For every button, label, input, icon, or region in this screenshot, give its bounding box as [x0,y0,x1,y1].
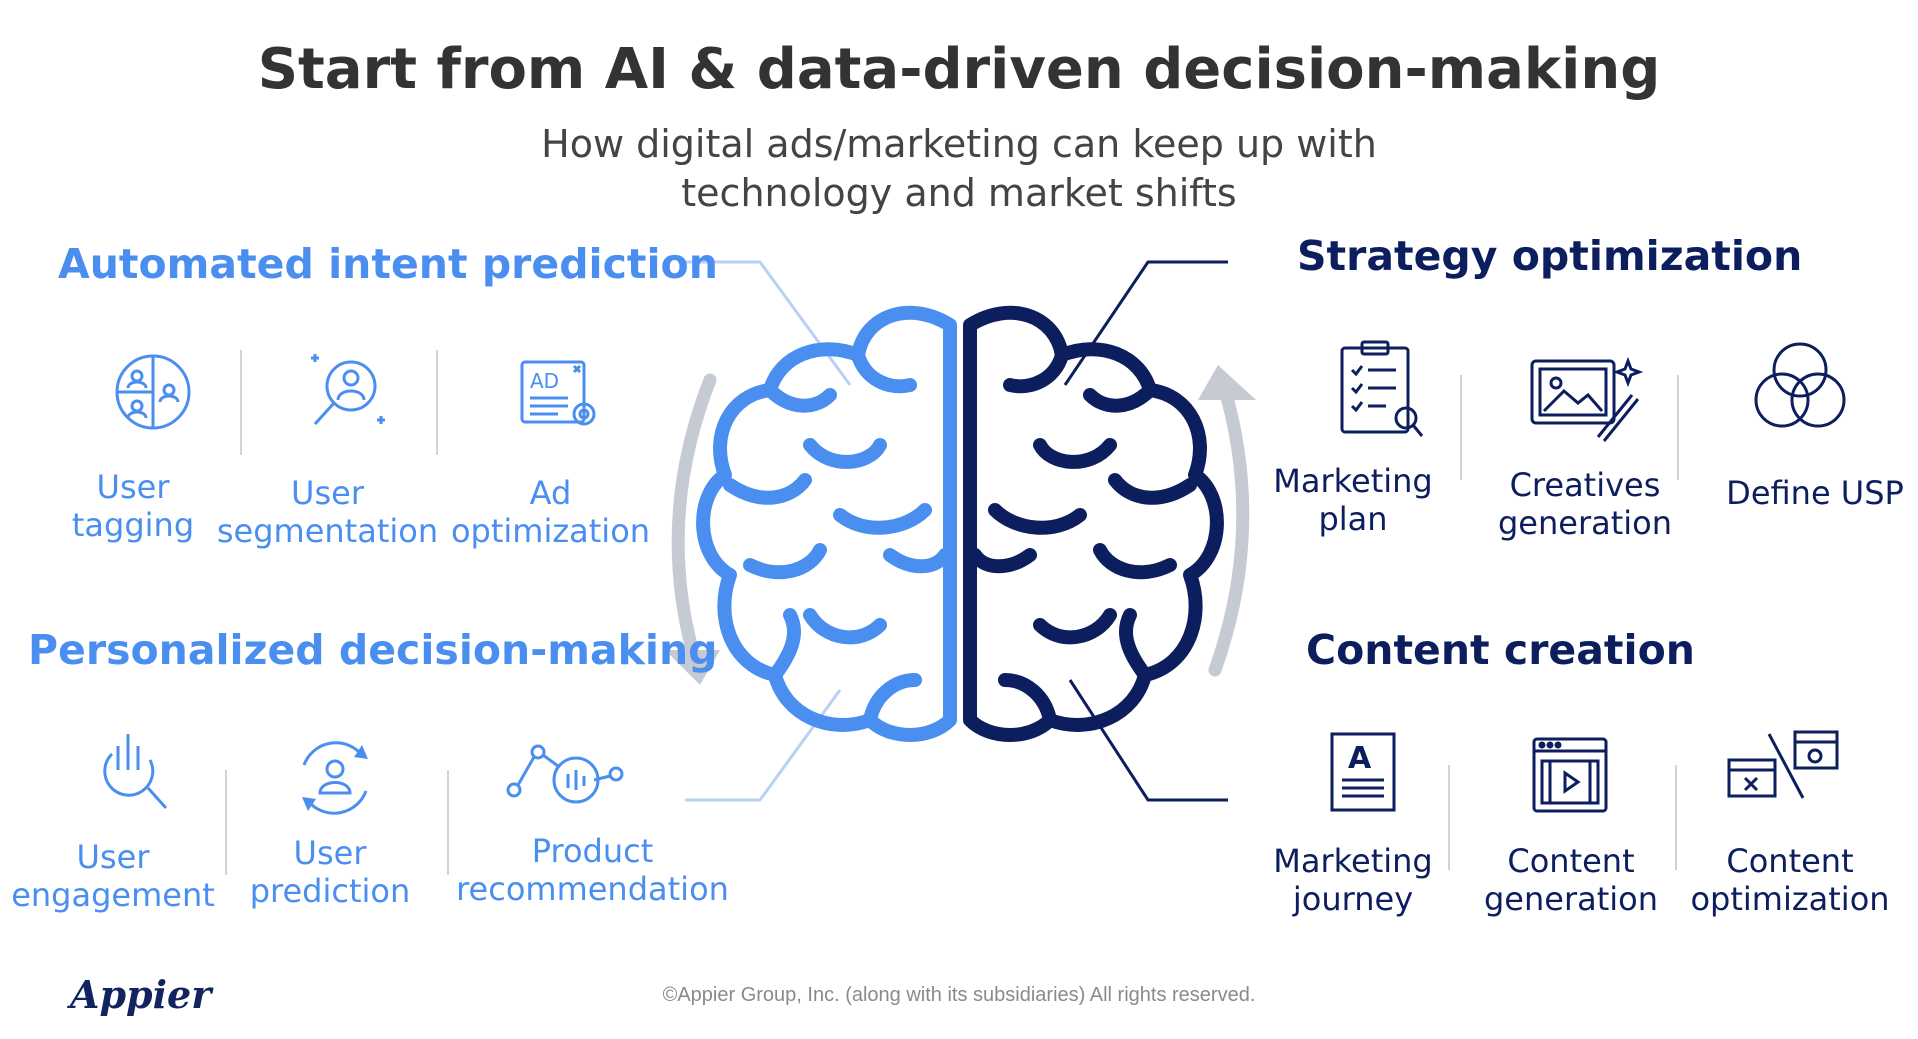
section-title-decision-making: Personalized decision-making [28,626,718,674]
user-segmentation-icon [305,348,391,434]
creatives-generation-icon [1528,355,1648,445]
section-title-content-creation: Content creation [1306,626,1695,674]
marketing-journey-icon: A [1328,730,1398,814]
label-define-usp: Define USP [1726,474,1904,512]
marketing-plan-icon [1336,338,1426,442]
divider [1677,375,1679,480]
user-prediction-icon [292,735,378,821]
brain-icon [696,305,1224,742]
user-tagging-icon [113,352,193,432]
divider [225,770,227,875]
right-cycle-arrow-icon [1198,365,1256,677]
svg-text:A: A [1348,741,1372,776]
section-title-strategy-optimization: Strategy optimization [1297,232,1803,280]
divider [436,350,438,455]
section-title-intent-prediction: Automated intent prediction [58,240,718,288]
content-optimization-icon [1725,728,1841,802]
divider [1448,765,1450,870]
subtitle-line-2: technology and market shifts [681,171,1237,215]
ad-optimization-icon: AD [518,358,604,434]
page-title: Start from AI & data-driven decision-mak… [257,37,1661,102]
copyright-footer: ©Appier Group, Inc. (along with its subs… [662,984,1256,1006]
product-recommendation-icon [506,740,626,810]
divider [447,770,449,875]
subtitle-line-1: How digital ads/marketing can keep up wi… [541,122,1377,166]
divider [240,350,242,455]
left-cycle-arrow-icon [665,373,720,685]
content-generation-icon [1530,735,1610,815]
user-engagement-icon [98,730,178,816]
define-usp-icon [1750,340,1850,430]
svg-text:AD: AD [530,369,559,393]
divider [1460,375,1462,480]
divider [1675,765,1677,870]
appier-logo: Appier [70,972,212,1017]
